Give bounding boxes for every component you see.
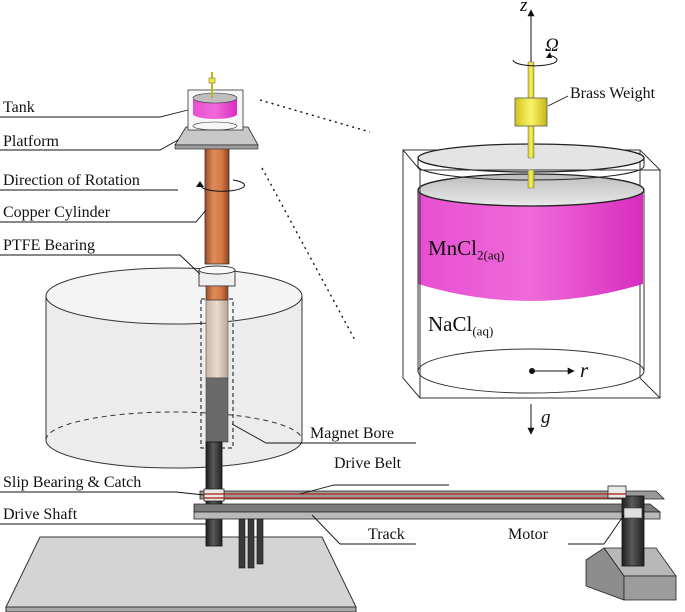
label-upper-fluid: MnCl2(aq) — [428, 236, 505, 263]
copper-cylinder-lower — [205, 285, 229, 301]
slip-bearing-catch — [203, 488, 225, 502]
omega-rotation-arrow-icon — [512, 52, 558, 67]
label-gravity: g — [541, 407, 551, 428]
track — [193, 490, 665, 569]
magnet-housing-cylinder — [45, 267, 303, 469]
tank-small — [187, 72, 244, 131]
copper-cylinder — [204, 145, 230, 265]
label-copper-cylinder: Copper Cylinder — [3, 204, 111, 221]
brass-weight — [514, 61, 548, 189]
label-platform: Platform — [3, 133, 59, 150]
magnet-bore — [200, 298, 234, 449]
leader-lines — [0, 95, 625, 545]
motor — [585, 485, 677, 601]
ptfe-bearing — [198, 265, 236, 287]
base-plate — [5, 536, 357, 612]
label-motor: Motor — [508, 526, 548, 543]
zoom-line-top — [259, 99, 371, 133]
label-z-axis: z — [520, 0, 528, 16]
inset-tank — [401, 143, 662, 399]
label-magnet-bore: Magnet Bore — [310, 425, 394, 442]
label-slip-bearing-catch: Slip Bearing & Catch — [3, 474, 142, 491]
label-r-axis: r — [580, 358, 589, 382]
label-direction-of-rotation: Direction of Rotation — [3, 172, 140, 189]
rotation-arrow-icon — [196, 179, 245, 192]
drive-belt — [214, 493, 624, 499]
label-lower-fluid: NaCl(aq) — [428, 312, 494, 339]
label-omega: Ω — [545, 35, 559, 56]
label-brass-weight: Brass Weight — [570, 85, 656, 102]
label-drive-belt: Drive Belt — [334, 455, 402, 472]
label-tank: Tank — [3, 99, 35, 116]
label-ptfe-bearing: PTFE Bearing — [3, 237, 95, 254]
label-drive-shaft: Drive Shaft — [3, 506, 78, 523]
label-track: Track — [368, 526, 405, 543]
